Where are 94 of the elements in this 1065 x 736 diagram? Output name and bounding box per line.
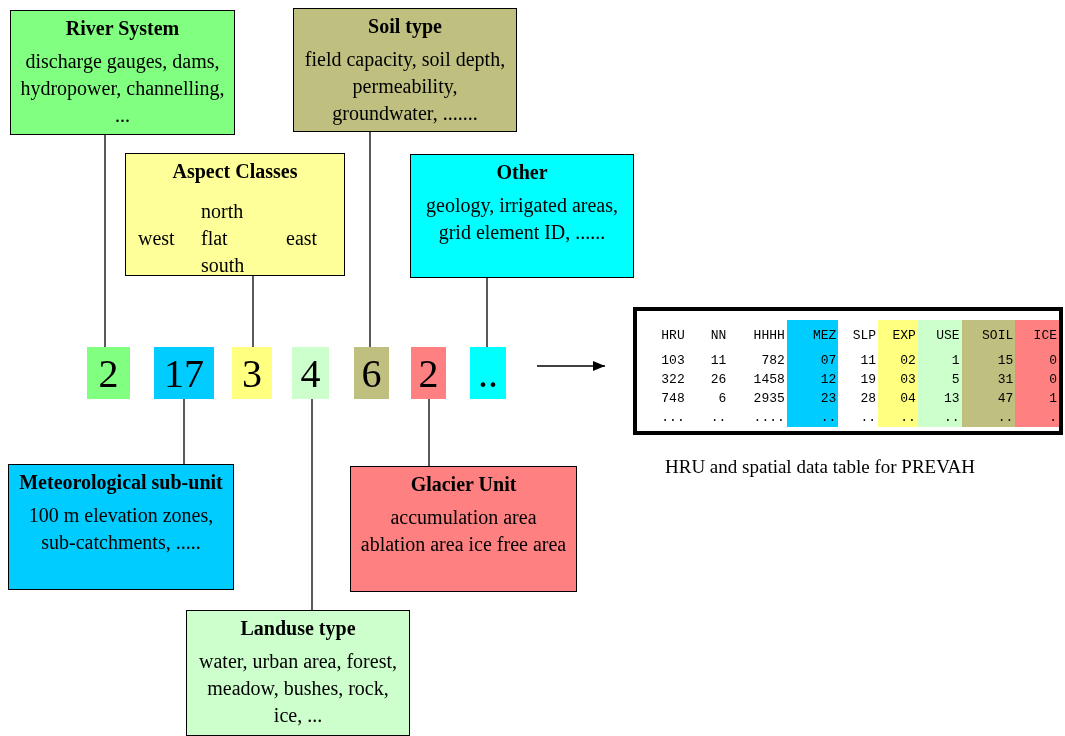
table-value: 2935 xyxy=(728,389,787,408)
box-description: field capacity, soil depth, permeability, groundwater, ....... xyxy=(303,47,507,127)
table-value: 26 xyxy=(709,371,728,389)
category-box xyxy=(125,153,345,276)
table-value: .. xyxy=(838,408,879,427)
table-value: ... xyxy=(660,409,686,427)
column-header: EXP xyxy=(878,320,918,351)
column-header: HHHH xyxy=(728,320,787,351)
table-value: 15 xyxy=(961,351,1016,370)
table-value: .... xyxy=(728,408,787,427)
box-heading: Soil type xyxy=(367,14,443,40)
table-value: 31 xyxy=(961,370,1016,389)
code-value: .. xyxy=(478,359,498,387)
connector-line xyxy=(104,134,106,348)
code-value: 6 xyxy=(361,359,382,387)
code-value: 3 xyxy=(242,359,262,387)
connector-line xyxy=(183,398,185,465)
table-value: . xyxy=(1015,408,1059,427)
table-caption: HRU and spatial data table for PREVAH xyxy=(665,456,975,478)
code-box xyxy=(470,347,506,399)
table-value: 0 xyxy=(1015,370,1059,389)
aspect-class: east xyxy=(286,226,318,251)
table-value: 11 xyxy=(709,352,728,370)
column-header: MEZ xyxy=(786,320,839,351)
code-value: 2 xyxy=(418,359,439,387)
table-value: .. xyxy=(917,408,962,427)
code-box xyxy=(411,347,446,399)
category-box xyxy=(186,610,410,736)
column-header: NN xyxy=(709,327,728,345)
table-value: 6 xyxy=(717,390,728,408)
code-box xyxy=(232,347,272,399)
box-heading: Landuse type xyxy=(239,616,357,642)
aspect-class: flat xyxy=(201,226,228,251)
box-heading: Aspect Classes xyxy=(171,159,299,185)
code-box xyxy=(354,347,389,399)
code-box xyxy=(154,347,214,399)
category-box xyxy=(350,466,577,592)
table-value: .. xyxy=(961,408,1016,427)
table-value: 13 xyxy=(917,389,962,408)
table-value: 5 xyxy=(917,370,962,389)
table-value: 23 xyxy=(786,389,839,408)
table-value: 47 xyxy=(961,389,1016,408)
table-value: 103 xyxy=(660,352,686,370)
table-value: 07 xyxy=(786,351,839,370)
table-value: 322 xyxy=(660,371,686,389)
category-box xyxy=(410,154,634,278)
table-value: 03 xyxy=(878,370,918,389)
table-value: 04 xyxy=(878,389,918,408)
code-value: 4 xyxy=(300,359,321,387)
connector-line xyxy=(428,398,430,467)
category-box xyxy=(10,10,235,135)
table-value: 11 xyxy=(838,351,879,370)
box-description: geology, irrigated areas, grid element ID, ...... xyxy=(425,193,619,246)
category-box xyxy=(8,464,234,590)
connector-line xyxy=(252,275,254,348)
column-header: HRU xyxy=(660,327,686,345)
table-value: .. xyxy=(709,409,728,427)
table-value: 02 xyxy=(878,351,918,370)
code-value: 2 xyxy=(98,359,119,387)
connector-line xyxy=(369,131,371,348)
box-heading: River System xyxy=(64,16,181,42)
data-table xyxy=(633,307,1063,435)
table-value: .. xyxy=(786,408,839,427)
code-box xyxy=(292,347,329,399)
column-header: SOIL xyxy=(961,320,1016,351)
table-value: 28 xyxy=(838,389,879,408)
column-header: SLP xyxy=(838,320,879,351)
table-value: 748 xyxy=(660,390,686,408)
table-value: 12 xyxy=(786,370,839,389)
box-heading: Other xyxy=(495,160,549,185)
code-value: 17 xyxy=(164,359,204,387)
box-description: water, urban area, forest, meadow, bushes, rock, ice, ... xyxy=(198,649,398,728)
box-description: discharge gauges, dams, hydropower, channelling, ... xyxy=(19,49,226,128)
table-value: 0 xyxy=(1015,351,1059,370)
connector-line xyxy=(311,398,313,611)
aspect-class: north xyxy=(201,199,244,224)
table-value: 1 xyxy=(917,351,962,370)
category-box xyxy=(293,8,517,132)
box-description: accumulation area ablation area ice free area xyxy=(359,505,568,557)
connector-line xyxy=(486,277,488,348)
column-header: ICE xyxy=(1015,320,1059,351)
aspect-class: south xyxy=(201,253,245,278)
column-header: USE xyxy=(917,320,962,351)
box-description: 100 m elevation zones, sub-catchments, ..... xyxy=(27,503,215,555)
aspect-class: west xyxy=(138,226,175,251)
table-value: 782 xyxy=(728,351,787,370)
box-heading: Glacier Unit xyxy=(409,472,518,497)
code-box xyxy=(87,347,130,399)
arrow xyxy=(536,361,606,371)
table-value: 19 xyxy=(838,370,879,389)
table-value: 1458 xyxy=(728,370,787,389)
table-value: .. xyxy=(878,408,918,427)
table-value: 1 xyxy=(1015,389,1059,408)
box-heading: Meteorological sub-unit xyxy=(18,470,224,496)
